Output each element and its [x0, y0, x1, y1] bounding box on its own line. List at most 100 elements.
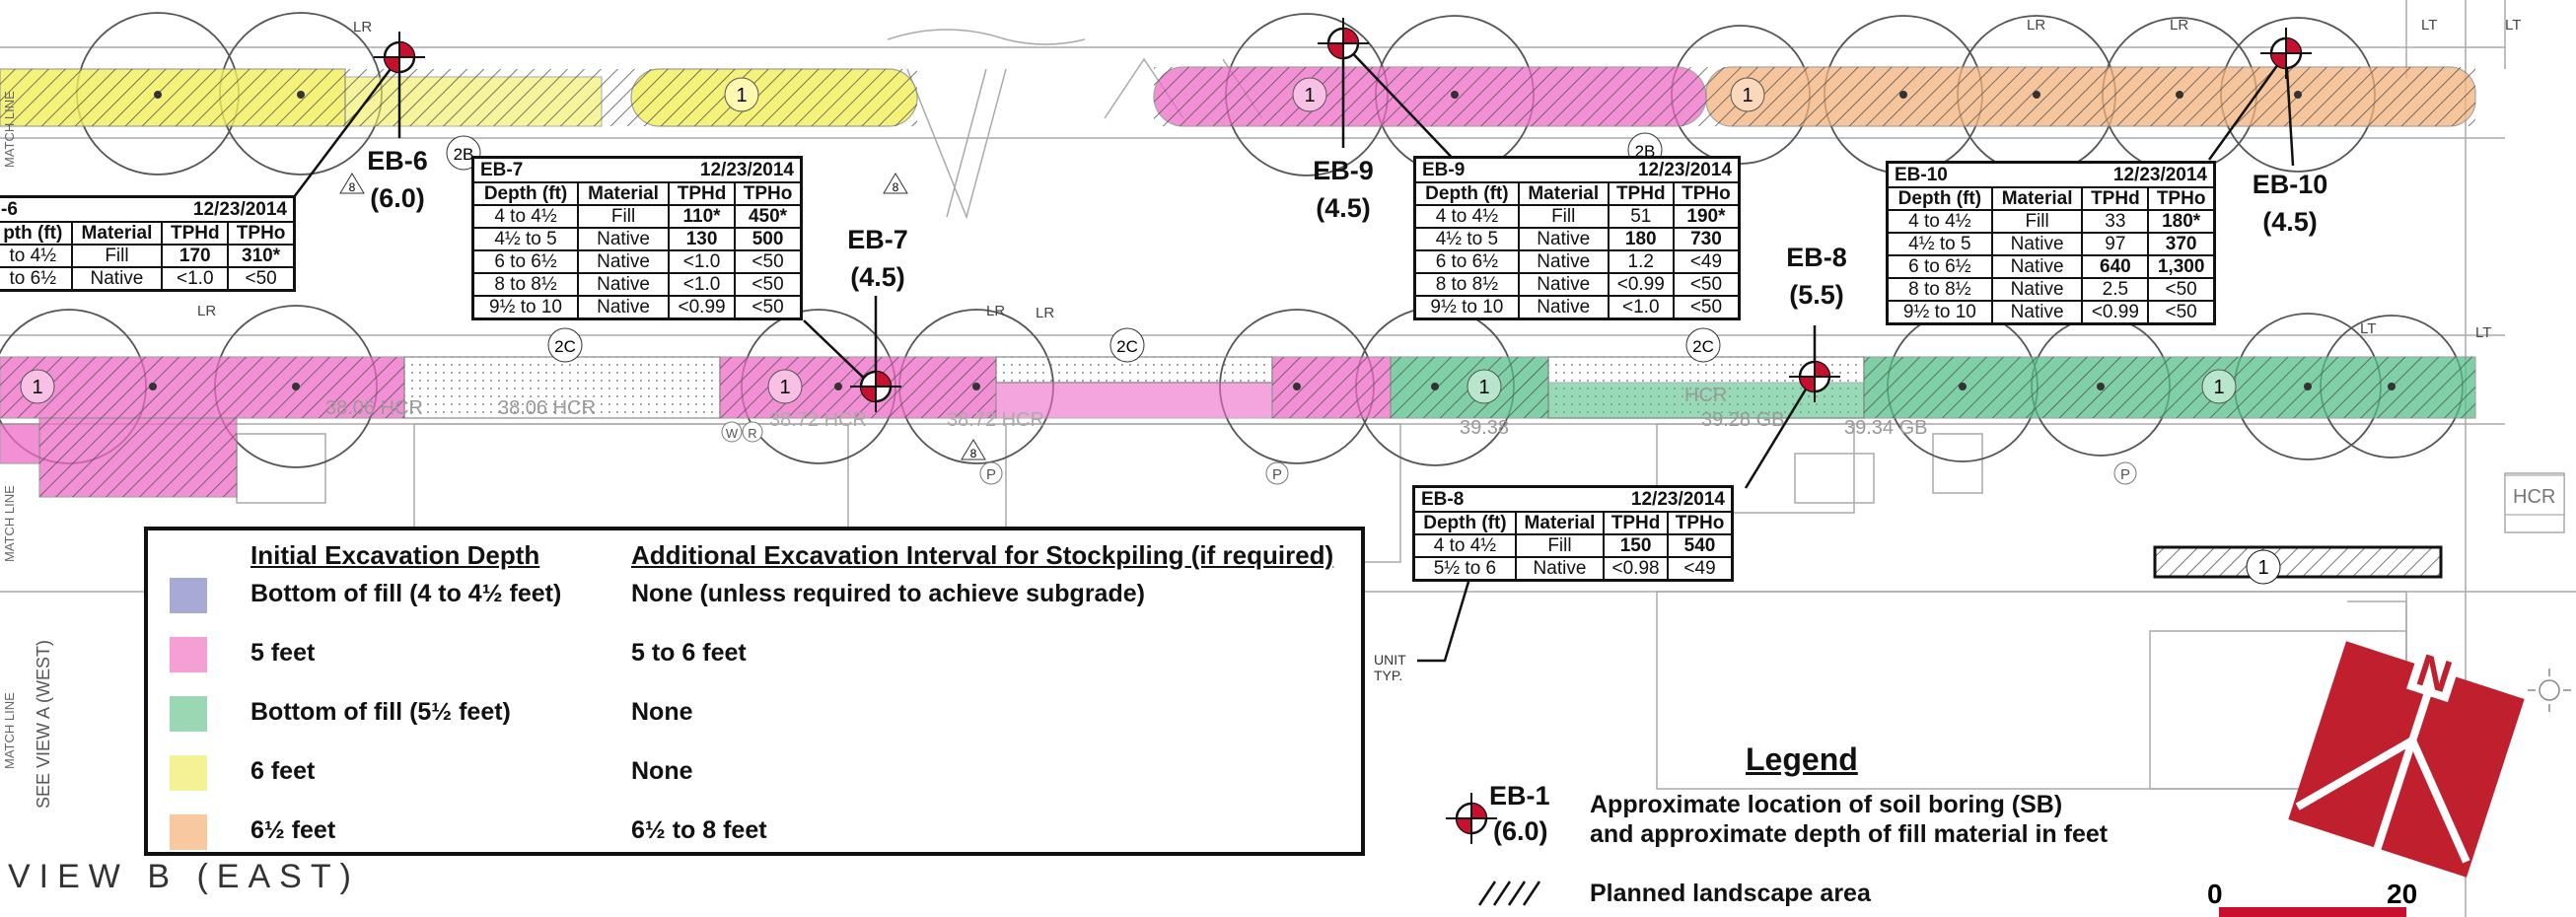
table-cell: 640	[2081, 254, 2150, 279]
table-cell: 4½ to 5	[1889, 232, 1993, 256]
tag-1-g: 1	[2201, 369, 2237, 404]
spot-elev-8: HCR	[1684, 385, 1727, 406]
table-cell: 97	[2081, 232, 2150, 256]
table-cell: 4 to 4½	[474, 204, 580, 229]
table-cell: 190*	[1672, 204, 1738, 229]
table-cell: 6 to 6½	[1416, 249, 1520, 274]
table-date: 12/23/2014	[699, 160, 794, 180]
tag-8-b: 8	[883, 173, 908, 194]
table-cell: Native	[1517, 249, 1610, 274]
table-name: EB-10	[1895, 165, 1948, 185]
scale-bar: 0 20	[2207, 879, 2417, 917]
table-cell: 4½ to 5	[1416, 227, 1520, 251]
area-tags: 1 1 1 1 1 1 1 1 2B 2B 2C 2C 2C P P P W R…	[20, 77, 2281, 585]
table-cell: <50	[1672, 272, 1738, 297]
key-heading-interval: Additional Excavation Interval for Stock…	[631, 540, 1334, 570]
unit-typ-1: UNIT	[1374, 652, 1406, 668]
tag-8-a: 8	[339, 173, 365, 194]
view-label: VIEW B (EAST)	[8, 858, 360, 895]
column-header: TPHd	[668, 183, 737, 206]
match-line-3: MATCH LINE	[2, 692, 17, 769]
legend-sample-id: EB-1	[1489, 781, 1550, 811]
table-cell: 110*	[668, 204, 737, 229]
table-cell: <1.0	[668, 249, 737, 274]
tag-2b-a-text: 2B	[454, 145, 474, 164]
spot-elev-5: 39.38	[1460, 417, 1509, 439]
table-cell: 51	[1607, 204, 1675, 229]
tag-1-e-text: 1	[779, 377, 790, 398]
table-cell: <0.98	[1603, 556, 1670, 579]
key-interval-3: None	[631, 698, 693, 726]
table-cell: 310*	[227, 244, 293, 268]
key-depth-1: Bottom of fill (4 to 4½ feet)	[250, 580, 562, 607]
table-cell: 450*	[734, 204, 800, 229]
table-cell: Native	[577, 295, 671, 317]
table-date: 12/23/2014	[1630, 489, 1725, 510]
spot-elev-1: 38.06 HCR	[325, 397, 423, 419]
column-header: TPHd	[1603, 513, 1670, 535]
key-interval-4: None	[631, 757, 693, 785]
table-cell: 9½ to 10	[1889, 300, 1993, 322]
unit-typ-2: TYP.	[1374, 668, 1402, 683]
column-header: Material	[1514, 513, 1606, 535]
boring-labels: EB-6 (6.0) EB-7 (4.5) EB-9 (4.5) EB-8 (5…	[367, 146, 2327, 310]
key-depth-5: 6½ feet	[250, 816, 336, 844]
table-cell: <50	[2147, 300, 2213, 322]
table-cell: <1.0	[1607, 295, 1675, 317]
scale-zero: 0	[2207, 879, 2223, 909]
table-cell: <50	[734, 295, 800, 317]
tag-p-a: P	[979, 461, 1003, 485]
tag-w: W	[721, 421, 743, 443]
key-row-3: Bottom of fill (5½ feet) None	[148, 692, 1361, 736]
table-cell: Native	[1990, 300, 2084, 322]
table-cell: 4 to 4½	[1416, 204, 1520, 229]
match-line-1: MATCH LINE	[2, 91, 17, 168]
tag-1-a: 1	[724, 77, 759, 112]
column-header: TPHd	[2081, 188, 2150, 211]
tag-2c-b: 2C	[1109, 327, 1145, 363]
table-cell: <50	[1672, 295, 1738, 317]
key-depth-4: 6 feet	[250, 757, 316, 785]
table-cell: 6 to 6½	[1889, 254, 1993, 279]
key-swatch-5	[170, 814, 207, 850]
table-cell: Native	[1514, 556, 1606, 579]
table-cell: 8 to 8½	[474, 272, 580, 297]
tag-1-g-text: 1	[2213, 377, 2224, 398]
tag-8-c-text: 8	[970, 447, 977, 460]
tag-p-b-text: P	[1272, 466, 1282, 483]
match-line-2: MATCH LINE	[2, 485, 17, 562]
label-lr-5: LR	[2027, 17, 2045, 34]
sun-icon	[2528, 669, 2571, 712]
see-view-label: SEE VIEW A (WEST)	[34, 640, 53, 809]
table-cell: Native	[577, 272, 671, 297]
tag-1-a-text: 1	[736, 85, 747, 106]
legend-hatch-icon	[1477, 881, 1541, 906]
spot-elev-7: 39.34 GB	[1844, 417, 1928, 439]
column-header: Material	[70, 223, 164, 246]
table-cell: <50	[2147, 277, 2213, 302]
table-cell: <50	[734, 272, 800, 297]
boring-depth-eb-10: (4.5)	[2262, 207, 2318, 237]
tag-r-text: R	[748, 426, 756, 441]
table-cell: <1.0	[161, 266, 230, 289]
table-cell: 180*	[2147, 209, 2213, 234]
tag-w-text: W	[726, 426, 739, 441]
table-cell: <50	[734, 249, 800, 274]
boring-id-eb-9: EB-9	[1313, 156, 1374, 185]
tag-1-c-text: 1	[1742, 85, 1753, 106]
legend-boring-line1: Approximate location of soil boring (SB)	[1590, 791, 2063, 818]
column-header: TPHo	[1672, 183, 1738, 206]
tag-1-h: 1	[2246, 549, 2281, 585]
legend-marker-icon	[1446, 793, 1497, 844]
table-cell: <49	[1667, 556, 1731, 579]
label-lr-4: LR	[197, 303, 216, 319]
